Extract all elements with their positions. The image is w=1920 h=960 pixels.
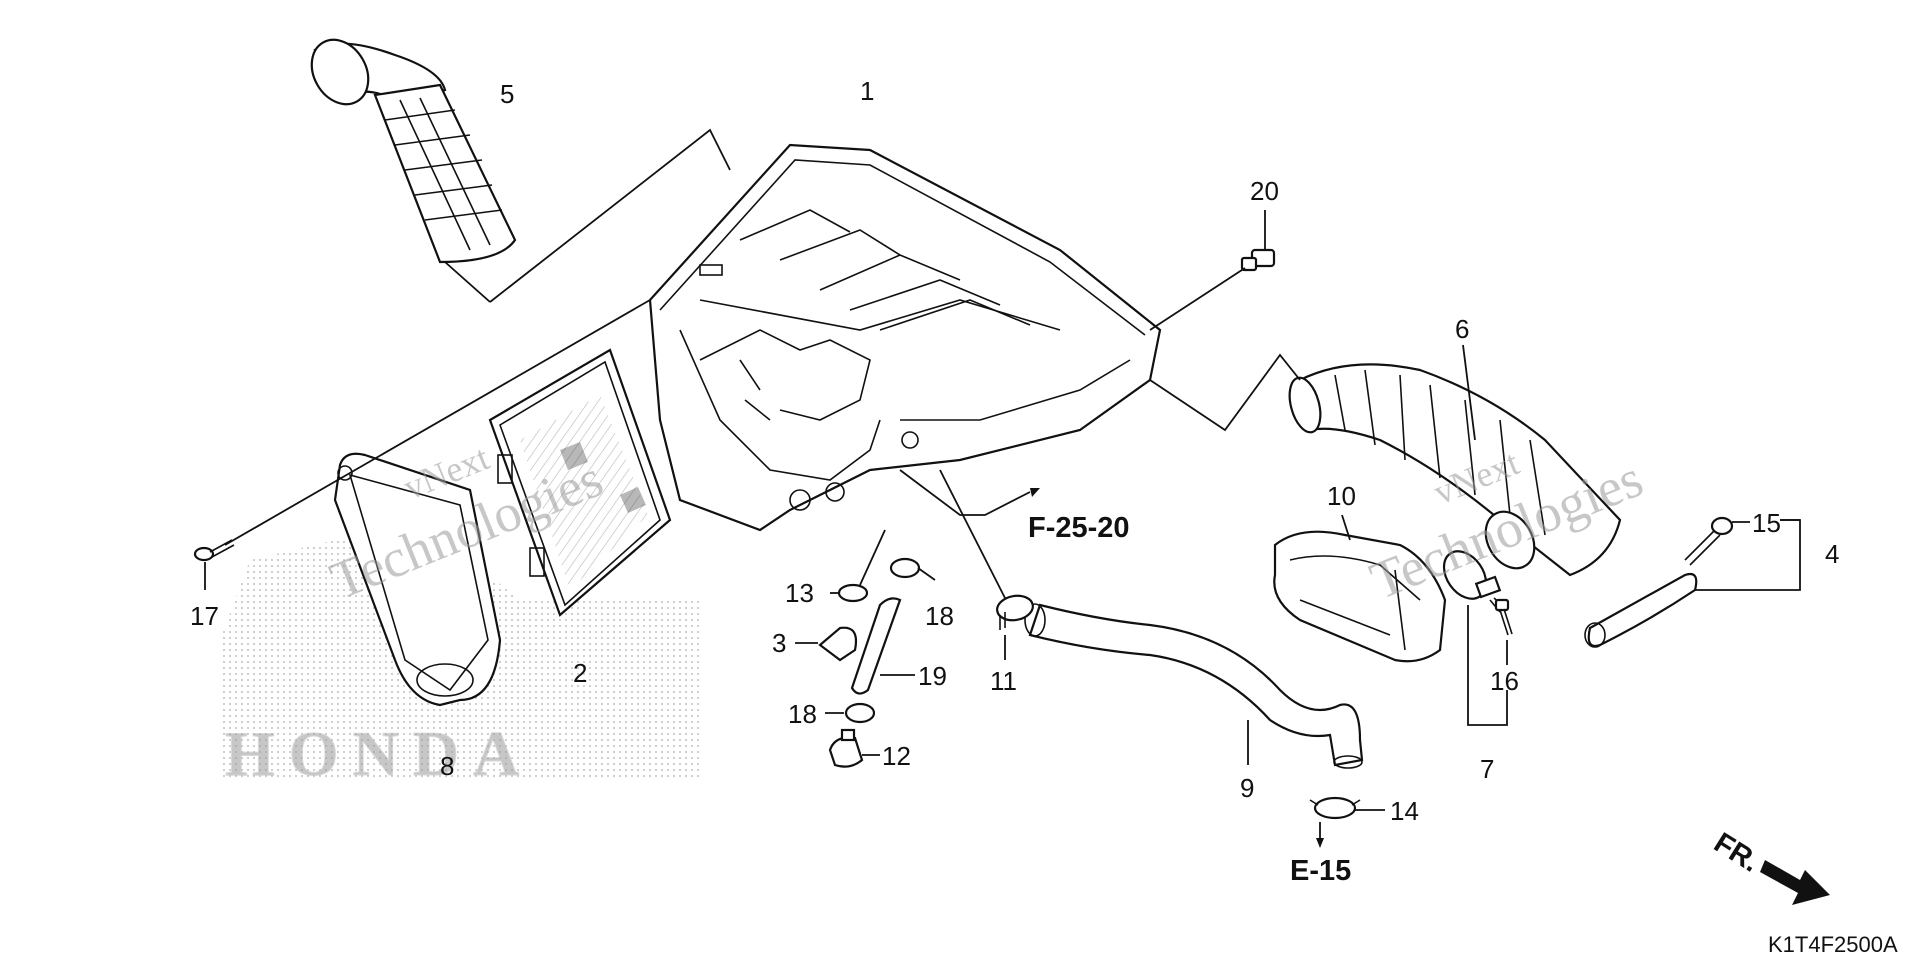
callout-labels: 1 2 3 4 5 6 7 8 9 10 11 12 13 14 15 16 1…: [190, 76, 1839, 826]
part-4-band-set: [1584, 519, 1801, 648]
callout-12: 12: [882, 741, 911, 771]
part-3-plug: [795, 626, 858, 662]
part-2-air-filter-element: [488, 348, 672, 617]
callout-11: 11: [990, 666, 1017, 696]
part-20-bolt: [1149, 210, 1276, 331]
front-direction-indicator: FR.: [1708, 827, 1830, 905]
front-arrow-icon: [1760, 860, 1830, 905]
callout-19: 19: [918, 661, 947, 691]
callout-9: 9: [1240, 773, 1254, 803]
part-1-air-cleaner-case: [648, 143, 1162, 532]
callout-7: 7: [1480, 754, 1494, 784]
reference-e-15[interactable]: E-15: [1290, 855, 1351, 887]
watermark-brand: HONDA: [225, 718, 533, 789]
callout-16: 16: [1490, 666, 1519, 696]
callout-1: 1: [860, 76, 874, 106]
callout-4: 4: [1825, 539, 1839, 569]
callout-17: 17: [190, 601, 219, 631]
part-11-clip: [996, 594, 1034, 660]
part-7-clamp-set: [1442, 550, 1508, 726]
part-15-screw: [1684, 516, 1800, 566]
callout-14: 14: [1390, 796, 1419, 826]
part-18-clip-upper: [889, 557, 936, 581]
part-18-clip-lower: [825, 702, 876, 724]
callout-18-upper: 18: [925, 601, 954, 631]
part-10-cover: [1273, 514, 1447, 663]
callout-20: 20: [1250, 176, 1279, 206]
callout-6: 6: [1455, 314, 1469, 344]
part-14-clip: [1309, 796, 1385, 848]
callout-2: 2: [573, 658, 587, 688]
part-19-tube: [850, 597, 915, 695]
callout-5: 5: [500, 79, 514, 109]
part-6-connecting-tube: [1149, 344, 1622, 577]
part-13-clamp: [830, 529, 886, 603]
callout-10: 10: [1327, 481, 1356, 511]
callout-15: 15: [1752, 508, 1781, 538]
callout-8: 8: [440, 751, 454, 781]
part-17-screw: [193, 299, 651, 590]
part-12-drain-plug: [828, 728, 880, 768]
part-16-screw: [1494, 598, 1513, 665]
callout-18-lower: 18: [788, 699, 817, 729]
part-8-element-cover: [333, 452, 502, 707]
callout-3: 3: [772, 628, 786, 658]
reference-f-25-20[interactable]: F-25-20: [1028, 512, 1130, 544]
part-9-drain-tube: [1024, 603, 1364, 769]
diagram-code: K1T4F2500A: [1768, 932, 1898, 957]
front-arrow-label: FR.: [1708, 827, 1765, 879]
callout-13: 13: [785, 578, 814, 608]
part-5-intake-duct: [310, 38, 517, 264]
